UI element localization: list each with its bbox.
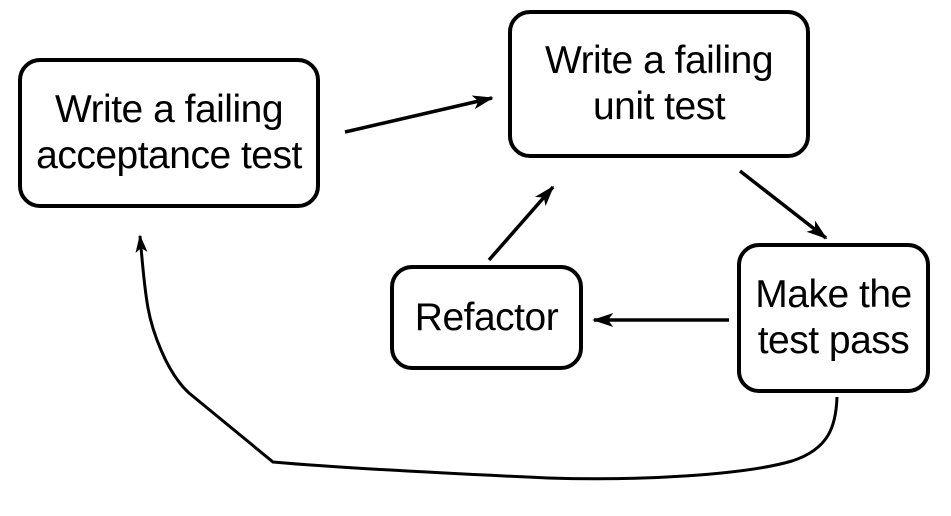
node-label: Make the test pass [755,273,912,362]
node-write-failing-acceptance-test: Write a failing acceptance test [18,58,320,208]
edge-make-pass-to-acceptance [135,234,839,481]
node-write-failing-unit-test: Write a failing unit test [508,10,810,158]
node-label: Write a failing acceptance test [36,88,302,177]
node-refactor: Refactor [390,265,583,370]
edge-acceptance-to-unit [344,95,494,134]
node-label: Refactor [414,295,559,339]
node-make-the-test-pass: Make the test pass [737,243,930,393]
node-label: Write a failing unit test [544,39,774,128]
edge-unit-to-make-pass [738,169,828,240]
edge-refactor-to-unit [487,185,555,262]
